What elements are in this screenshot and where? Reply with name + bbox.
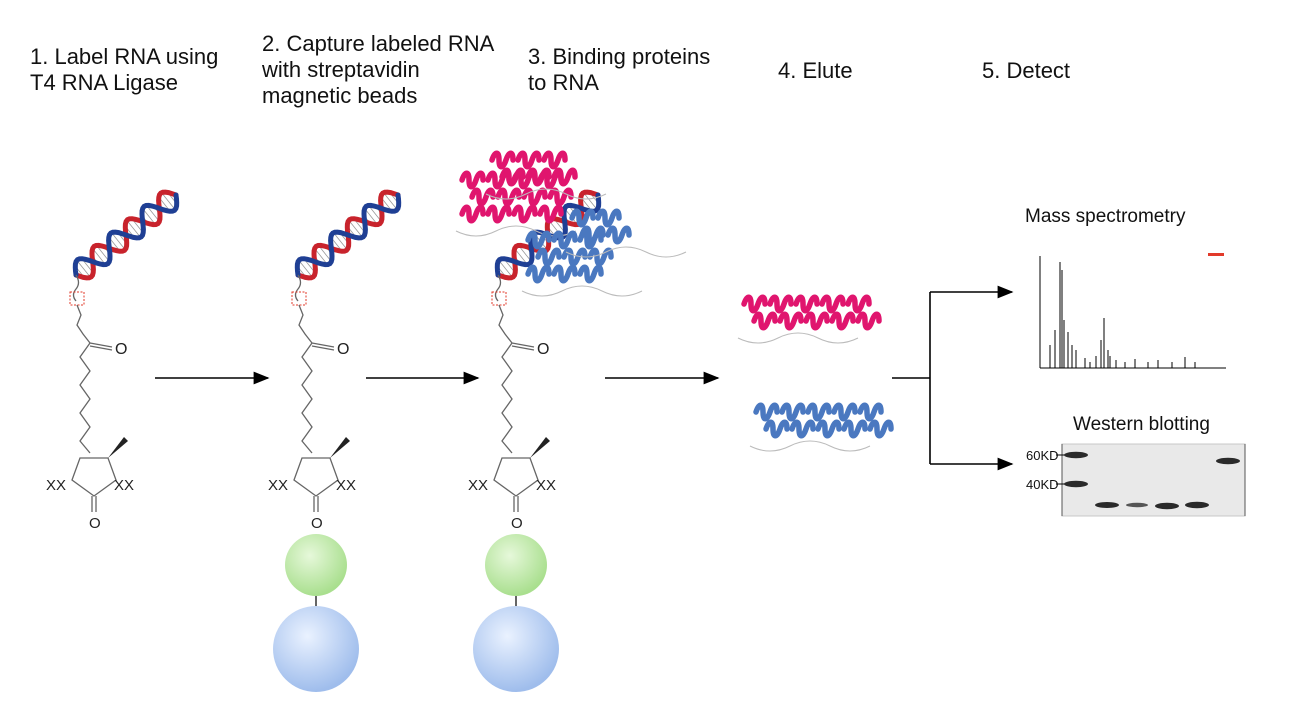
carbonyl-oxygen-label: O [337, 341, 349, 358]
step-1-label: 1. Label RNA using T4 RNA Ligase [30, 44, 219, 95]
ring-substituent-left: XX [46, 477, 66, 494]
ring-oxygen-label: O [311, 515, 323, 532]
labeled-rna-construct-1: O O XX XX [46, 189, 180, 532]
carbonyl-oxygen-label: O [115, 341, 127, 358]
step-4-label: 4. Elute [778, 58, 853, 83]
mass-spectrum [1039, 253, 1226, 369]
magnetic-bead [473, 606, 559, 692]
mass-spec-title: Mass spectrometry [1025, 206, 1186, 227]
band-lane-4 [1155, 502, 1179, 510]
band-ladder-40 [1064, 480, 1088, 488]
western-blot-title: Western blotting [1073, 414, 1210, 435]
ring-substituent-left: XX [268, 477, 288, 494]
band-ladder-60 [1064, 451, 1088, 459]
band-lane-5 [1185, 501, 1209, 509]
step-2-label: 2. Capture labeled RNA with streptavidin… [262, 31, 495, 108]
step-3-label: 3. Binding proteins to RNA [528, 44, 711, 95]
ring-substituent-right: XX [114, 477, 134, 494]
magnetic-bead [273, 606, 359, 692]
ring-oxygen-label: O [89, 515, 101, 532]
ring-substituent-left: XX [468, 477, 488, 494]
branch-arrows [892, 285, 1014, 471]
carbonyl-oxygen-label: O [537, 341, 549, 358]
ring-substituent-right: XX [336, 477, 356, 494]
ring-oxygen-label: O [511, 515, 523, 532]
band-lane-2 [1095, 502, 1119, 508]
marker-60kd-label: 60KD [1026, 448, 1059, 463]
streptavidin-sphere [485, 534, 547, 596]
marker-40kd-label: 40KD [1026, 477, 1059, 492]
bound-proteins [455, 150, 687, 297]
ring-substituent-right: XX [536, 477, 556, 494]
step-5-label: 5. Detect [982, 58, 1071, 83]
band-lane-6 [1216, 457, 1240, 465]
eluted-protein-pink [737, 294, 882, 344]
band-lane-3 [1126, 502, 1148, 508]
eluted-protein-blue [749, 402, 894, 452]
streptavidin-sphere [285, 534, 347, 596]
labeled-rna-construct-3: O O XX XX [455, 150, 687, 692]
western-blot [1056, 443, 1246, 517]
labeled-rna-construct-2: O O XX XX [268, 189, 402, 692]
